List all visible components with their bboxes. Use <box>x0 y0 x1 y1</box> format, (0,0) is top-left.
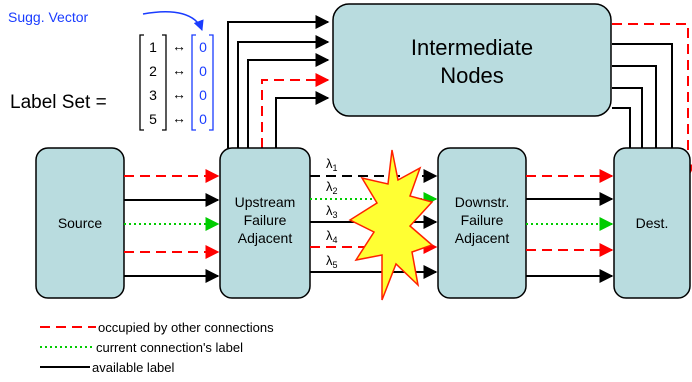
vector-value-2: 0 <box>199 87 207 103</box>
upstream-label-line1: Upstream <box>235 194 296 210</box>
sugg-vector-pointer <box>142 11 204 31</box>
link-up-int-2 <box>237 35 330 148</box>
link-up-int-3 <box>247 53 330 148</box>
sugg-vector-title: Sugg. Vector <box>8 9 89 25</box>
label-set-arrow-3: ↔ <box>172 110 186 126</box>
link-int-dest-1 <box>612 23 692 179</box>
failure-burst-icon <box>348 149 434 301</box>
vector-right-bracket <box>209 34 214 131</box>
label-set-arrow-1: ↔ <box>172 62 186 78</box>
downstream-label-line3: Adjacent <box>455 230 510 246</box>
link-int-dest-3 <box>612 65 663 179</box>
legend-label-occupied: occupied by other connections <box>98 320 274 335</box>
legend-label-current: current connection's label <box>96 340 243 355</box>
lambda-5-label: λ5 <box>326 253 338 270</box>
label-set-left-bracket <box>139 34 144 131</box>
label-set-text: Label Set = <box>10 92 107 113</box>
vector-value-0: 0 <box>199 39 207 55</box>
label-set-left-3: 5 <box>149 111 157 127</box>
vector-value-1: 0 <box>199 63 207 79</box>
lambda-1-label: λ1 <box>326 156 338 173</box>
wavelength-labels: λ1 λ2 λ3 λ4 λ5 <box>326 156 338 270</box>
downstream-label-line1: Downstr. <box>455 194 509 210</box>
lambda-4-label: λ4 <box>326 228 338 245</box>
source-to-upstream-links <box>124 169 220 283</box>
link-up-int-5 <box>275 91 330 148</box>
link-up-int-1 <box>227 15 330 148</box>
vector-left-bracket <box>191 34 196 131</box>
downstream-label-line2: Failure <box>461 212 504 228</box>
upstream-label-line3: Adjacent <box>238 230 293 246</box>
label-set-arrow-2: ↔ <box>172 86 186 102</box>
label-set-left-2: 3 <box>149 87 157 103</box>
label-set-arrow-0: ↔ <box>172 38 186 54</box>
label-set-rows: 1 2 3 5 ↔ ↔ ↔ ↔ 0 0 0 0 <box>149 38 207 127</box>
intermediate-label-line1: Intermediate <box>411 35 533 60</box>
label-set-inner-bracket <box>162 34 167 131</box>
vector-value-3: 0 <box>199 111 207 127</box>
intermediate-label-line2: Nodes <box>440 63 504 88</box>
link-int-dest-2 <box>612 43 679 179</box>
dest-node-box <box>613 147 691 299</box>
lambda-3-label: λ3 <box>326 203 338 220</box>
source-label: Source <box>58 215 103 231</box>
link-up-int-4 <box>261 73 330 148</box>
upstream-label-line2: Failure <box>244 212 287 228</box>
lambda-2-label: λ2 <box>326 179 338 196</box>
downstream-to-dest-links <box>526 169 614 283</box>
intermediate-nodes-box <box>332 3 612 117</box>
label-set-left-1: 2 <box>149 63 157 79</box>
legend-label-available: available label <box>92 360 175 375</box>
upstream-to-intermediate-links <box>227 15 330 148</box>
legend: occupied by other connections current co… <box>40 320 274 375</box>
label-set-left-0: 1 <box>149 39 157 55</box>
dest-label: Dest. <box>636 215 669 231</box>
